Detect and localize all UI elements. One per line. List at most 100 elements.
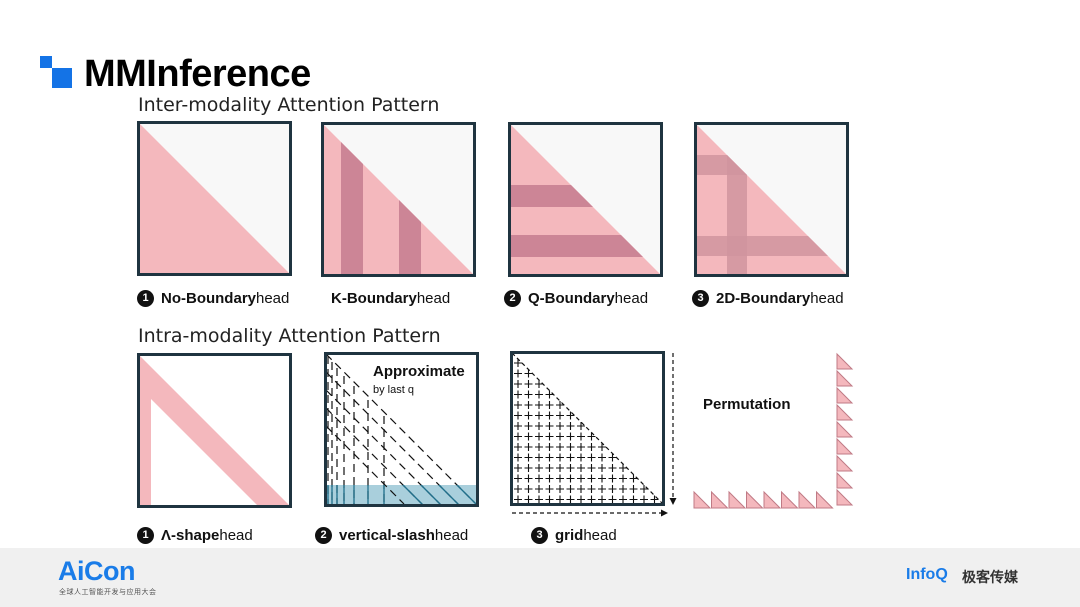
permutation-tooth [693,490,712,509]
permutation-label: Permutation [703,396,791,413]
last-q-segments [327,484,478,506]
grid-cross [524,474,533,483]
grid-cross [577,495,585,504]
grid-cross [587,474,596,483]
grid-cross [524,380,533,388]
grid-cross [514,359,522,367]
causal-triangle [138,122,291,275]
grid-cross [535,422,543,430]
grid-cross [545,401,554,409]
panel-frame [508,122,663,277]
grid-cross [535,411,543,420]
intra-section-title: Intra-modality Attention Pattern [138,325,441,347]
lambda-shape-panel [137,353,292,508]
grid-cross [587,453,596,462]
grid-cross [535,390,543,399]
grid-cross [514,401,522,409]
arrow-head-right [661,509,668,517]
grid-cross [524,464,533,472]
grid-cross [524,422,533,430]
grid-cross [556,432,564,441]
infoq-logo: InfoQ [906,566,948,583]
permutation-tooth [836,454,854,472]
grid-cross [524,495,533,504]
label-number: 3 [531,527,548,544]
grid-cross [577,432,585,441]
permutation-tooth [836,369,854,387]
permutation-tooth [836,437,854,455]
last-q-band [325,485,478,505]
grid-cross [514,495,522,504]
permutation-tooth [836,403,854,421]
grid-cross [556,485,564,493]
grid-cross [535,495,543,504]
grid-cross [524,432,533,441]
permutation-tooth [836,386,854,404]
grid-cross [545,422,554,430]
grid-cross [545,453,554,462]
grid-cross [524,453,533,462]
panel-frame [510,351,665,506]
grid-cross [598,443,606,451]
grid-cross [577,485,585,493]
grid-cross [514,380,522,388]
grid-cross [514,432,522,441]
grid-cross [545,495,554,504]
grid-cross [535,464,543,472]
permutation-tooth [836,352,854,370]
grid-cross [535,485,543,493]
grid-cross [545,474,554,483]
grid-cross [629,495,638,504]
k-boundary-column-1 [341,123,363,276]
grid-cross [577,443,585,451]
permutation-tooth [836,488,854,506]
grid-panel [510,351,677,517]
grid-cross [514,411,522,420]
logo-square-large [52,68,72,88]
grid-cross [556,495,564,504]
grid-cross [545,464,554,472]
permutation-tooth [816,490,834,509]
grid-cross [514,443,522,451]
panel-frame [321,122,476,277]
grid-cross [556,411,564,420]
permutation-panel [693,352,854,509]
grid-cross [514,422,522,430]
grid-cross [566,432,575,441]
grid-cross [587,495,596,504]
label-number: 2 [504,290,521,307]
q-boundary-row-2 [509,235,662,257]
grid-cross [640,495,648,504]
grid-cross [598,464,606,472]
grid-cross [566,443,575,451]
grid-cross [556,464,564,472]
aicon-subtitle: 全球人工智能开发与应用大会 [59,588,157,596]
grid-cross [566,485,575,493]
grid-cross [566,453,575,462]
grid-crosses [514,359,659,504]
grid-cross [535,432,543,441]
grid-cross [535,401,543,409]
grid-cross [545,432,554,441]
grid-cross [587,432,596,441]
permutation-tooth [798,490,817,509]
grid-cross [535,474,543,483]
slide-title: MMInference [84,53,311,95]
grid-cross [566,495,575,504]
label-number: 3 [692,290,709,307]
grid-cross [556,401,564,409]
grid-cross [566,422,575,430]
grid-cross [566,474,575,483]
permutation-tooth [836,471,854,489]
permutation-tooth [746,490,764,509]
grid-cross [524,369,533,378]
permutation-tooth [711,490,729,509]
panel-frame [324,352,479,507]
permutation-tooth [781,490,799,509]
grid-cross [598,474,606,483]
grid-cross [514,485,522,493]
q-boundary-panel [508,122,663,277]
grid-cross [577,422,585,430]
